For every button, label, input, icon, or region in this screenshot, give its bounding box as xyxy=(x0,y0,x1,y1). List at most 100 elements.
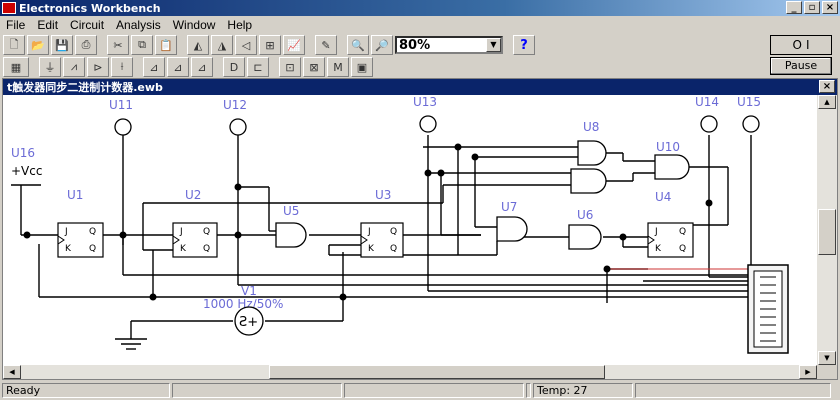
and-gate-u8 xyxy=(577,140,607,166)
logic-gates-bin-icon[interactable]: D xyxy=(223,57,245,77)
main-toolbar: 🗋 📂 💾 ⎙ ✂ ⧉ 📋 ◭ ◮ ◁ ⊞ 📈 ✎ 🔍 🔎 80% ▼ ? xyxy=(0,34,840,56)
svg-text:Q: Q xyxy=(89,227,96,237)
favorites-bin-icon[interactable]: ▦ xyxy=(3,57,29,77)
probe-label-u15: U15 xyxy=(737,95,761,109)
cut-icon[interactable]: ✂ xyxy=(107,35,129,55)
scroll-left-icon[interactable]: ◀ xyxy=(3,365,21,379)
paste-icon[interactable]: 📋 xyxy=(155,35,177,55)
instruments-bin-icon[interactable]: ▣ xyxy=(351,57,373,77)
diodes-bin-icon[interactable]: ⊳ xyxy=(87,57,109,77)
basic-bin-icon[interactable]: ⩘ xyxy=(63,57,85,77)
menu-analysis[interactable]: Analysis xyxy=(116,18,161,32)
status-cell-6 xyxy=(635,383,831,398)
gate-label-u7: U7 xyxy=(501,200,517,214)
controls-bin-icon[interactable]: ⊠ xyxy=(303,57,325,77)
flipflop-u2 xyxy=(172,222,218,258)
graph-icon[interactable]: 📈 xyxy=(283,35,305,55)
status-cell-3 xyxy=(344,383,524,398)
menu-edit[interactable]: Edit xyxy=(37,18,59,32)
flip-horizontal-icon[interactable]: ◮ xyxy=(211,35,233,55)
scroll-down-icon[interactable]: ▼ xyxy=(818,351,836,365)
horizontal-scroll-thumb[interactable] xyxy=(269,365,605,379)
and-gate-u9 xyxy=(570,168,607,194)
vertical-scroll-thumb[interactable] xyxy=(818,209,836,255)
indicators-bin-icon[interactable]: ⊡ xyxy=(279,57,301,77)
zoom-out-icon[interactable]: 🔍 xyxy=(347,35,369,55)
help-button[interactable]: ? xyxy=(513,35,535,55)
open-folder-icon[interactable]: 📂 xyxy=(27,35,49,55)
close-button[interactable]: × xyxy=(822,1,838,14)
and-gate-u10 xyxy=(654,154,690,180)
zoom-select[interactable]: 80% ▼ xyxy=(395,36,503,54)
power-on-icon: I xyxy=(805,38,810,52)
new-file-icon[interactable]: 🗋 xyxy=(3,35,25,55)
restore-button[interactable]: ▫ xyxy=(804,1,820,14)
svg-text:Q: Q xyxy=(203,244,210,254)
svg-text:Q: Q xyxy=(203,227,210,237)
print-icon[interactable]: ⎙ xyxy=(75,35,97,55)
logic-analyzer[interactable] xyxy=(747,264,789,354)
svg-text:K: K xyxy=(368,244,375,254)
transistors-bin-icon[interactable]: ⟊ xyxy=(111,57,133,77)
copy-icon[interactable]: ⧉ xyxy=(131,35,153,55)
probe-label-u12: U12 xyxy=(223,98,247,112)
menu-window[interactable]: Window xyxy=(172,18,216,32)
flip-vertical-icon[interactable]: ◁ xyxy=(235,35,257,55)
svg-text:Ƨ+: Ƨ+ xyxy=(239,315,258,330)
vertical-scrollbar[interactable]: ▲ ▼ xyxy=(817,95,837,365)
menu-file[interactable]: File xyxy=(6,18,26,32)
vcc-label: U16 xyxy=(11,146,35,160)
flipflop-u3 xyxy=(360,222,404,258)
probe-u15 xyxy=(742,115,760,133)
zoom-value: 80% xyxy=(399,37,431,53)
scroll-up-icon[interactable]: ▲ xyxy=(818,95,836,109)
zoom-in-icon[interactable]: 🔎 xyxy=(371,35,393,55)
document-title: t触发器同步二进制计数器.ewb xyxy=(7,81,163,94)
svg-text:J: J xyxy=(64,227,68,237)
svg-text:J: J xyxy=(654,227,658,237)
svg-text:Q: Q xyxy=(679,227,686,237)
svg-text:K: K xyxy=(655,244,662,254)
schematic-canvas[interactable]: U11 U12 U13 U14 U15 U16 U1 U2 U3 U4 U5 U… xyxy=(3,95,817,365)
power-switch[interactable]: O I xyxy=(770,35,832,55)
horizontal-scrollbar[interactable]: ◀ ▶ xyxy=(3,365,817,379)
gate-label-u8: U8 xyxy=(583,120,599,134)
status-cell-4 xyxy=(526,383,531,398)
svg-text:K: K xyxy=(65,244,72,254)
status-text: Ready xyxy=(2,383,170,398)
miscellaneous-bin-icon[interactable]: M xyxy=(327,57,349,77)
digital-bin-icon[interactable]: ⊏ xyxy=(247,57,269,77)
rotate-icon[interactable]: ◭ xyxy=(187,35,209,55)
gate-label-u10: U10 xyxy=(656,140,680,154)
mixed-ics-bin-icon[interactable]: ⊿ xyxy=(167,57,189,77)
digital-ics-bin-icon[interactable]: ⊿ xyxy=(191,57,213,77)
minimize-button[interactable]: _ xyxy=(786,1,802,14)
scroll-right-icon[interactable]: ▶ xyxy=(799,365,817,379)
and-gate-u7 xyxy=(496,216,528,242)
probe-label-u14: U14 xyxy=(695,95,719,109)
sources-bin-icon[interactable]: ⏚ xyxy=(39,57,61,77)
menu-bar: File Edit Circuit Analysis Window Help xyxy=(0,16,840,34)
status-temp: Temp: 27 xyxy=(533,383,633,398)
svg-text:J: J xyxy=(367,227,371,237)
menu-help[interactable]: Help xyxy=(227,18,253,32)
analog-ics-bin-icon[interactable]: ⊿ xyxy=(143,57,165,77)
pause-button[interactable]: Pause xyxy=(770,57,832,75)
subcircuit-icon[interactable]: ⊞ xyxy=(259,35,281,55)
power-off-icon: O xyxy=(792,38,802,52)
menu-circuit[interactable]: Circuit xyxy=(70,18,105,32)
svg-text:Q: Q xyxy=(89,244,96,254)
chevron-down-icon[interactable]: ▼ xyxy=(486,38,501,52)
component-properties-icon[interactable]: ✎ xyxy=(315,35,337,55)
status-bar: Ready Temp: 27 xyxy=(0,383,840,400)
svg-text:Q: Q xyxy=(679,244,686,254)
doc-close-button[interactable]: × xyxy=(819,80,835,93)
flipflop-u4 xyxy=(647,222,694,258)
svg-text:J: J xyxy=(179,227,183,237)
schematic: U11 U12 U13 U14 U15 U16 U1 U2 U3 U4 U5 U… xyxy=(11,95,789,354)
status-cell-2 xyxy=(172,383,342,398)
save-icon[interactable]: 💾 xyxy=(51,35,73,55)
document-window: t触发器同步二进制计数器.ewb × xyxy=(2,78,838,380)
app-title: Electronics Workbench xyxy=(19,1,161,15)
source-label: V1 xyxy=(241,284,257,298)
